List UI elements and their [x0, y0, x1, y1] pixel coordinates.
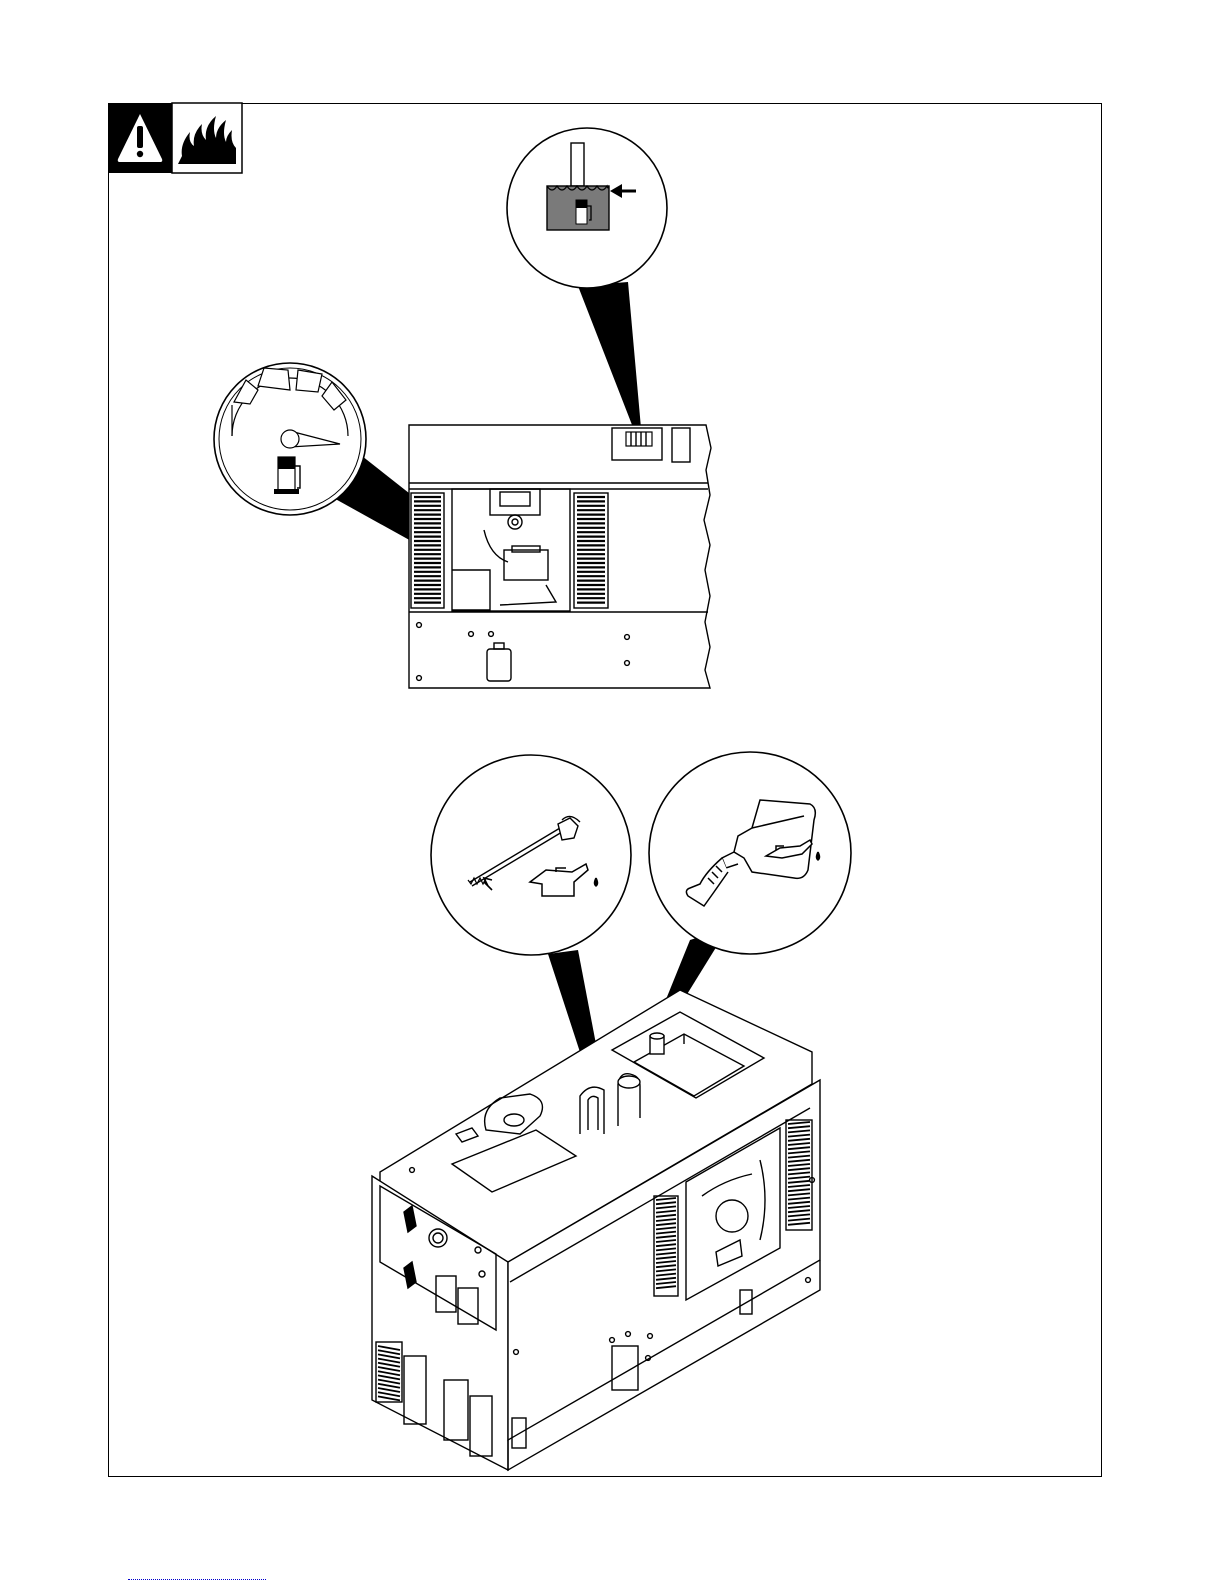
fuel-gauge-hub: [281, 430, 299, 448]
generator-panel-detail: [409, 425, 711, 688]
footer-link-rule: [128, 1578, 266, 1580]
fuel-filler-neck: [571, 143, 584, 186]
fuel-tank-fill-callout: [507, 128, 667, 430]
fuel-fill-callout-pointer: [578, 282, 641, 430]
dipstick-circle: [431, 755, 631, 955]
fuel-gauge-segment-3: [296, 370, 322, 392]
welder-generator-isometric: [372, 990, 820, 1470]
warning-badges: [108, 103, 242, 173]
fuel-gauge-segment-2: [258, 368, 290, 390]
panel-outline: [409, 425, 711, 688]
